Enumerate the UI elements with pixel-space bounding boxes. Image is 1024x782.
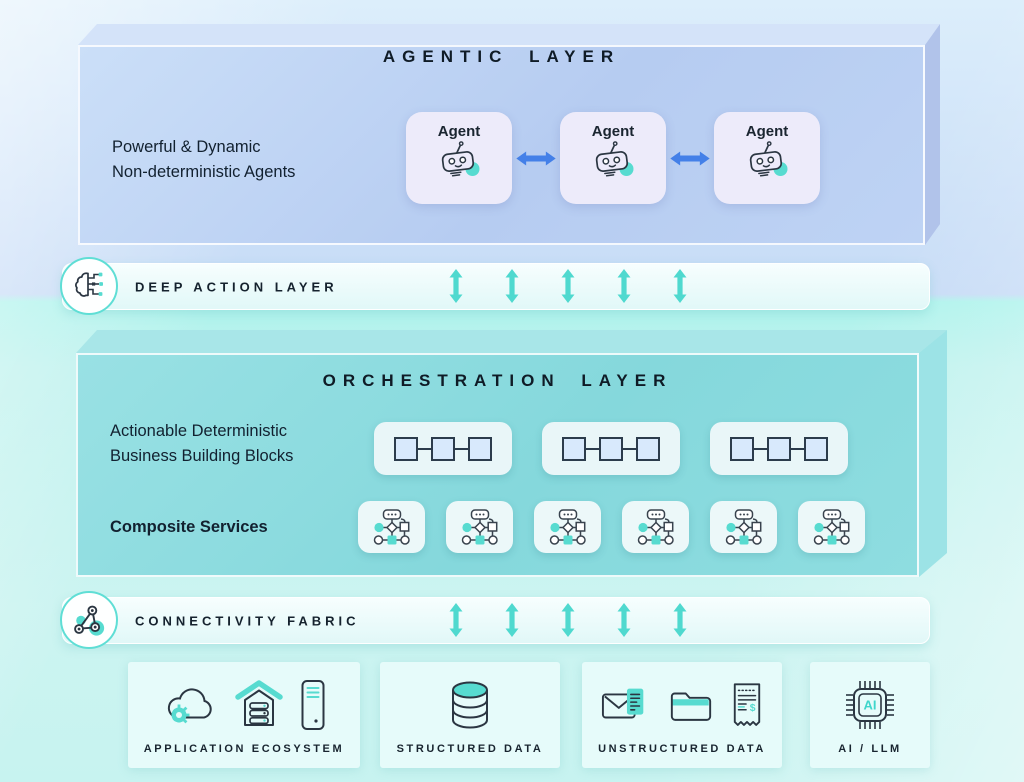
agent-label: Agent xyxy=(591,123,635,140)
double-arrow-horizontal-icon xyxy=(516,151,556,166)
block-chain-icon xyxy=(393,436,493,462)
agentic-description-line2: Non-deterministic Agents xyxy=(112,163,296,181)
double-arrow-vertical-icon xyxy=(505,269,519,303)
ai-chip-icon: AI xyxy=(846,681,894,729)
ai-llm-label: AI / LLM xyxy=(838,743,902,755)
orchestration-layer-box: ORCHESTRATION LAYER Actionable Determini… xyxy=(76,353,919,577)
agent-label: Agent xyxy=(745,123,789,140)
deep-action-arrows xyxy=(449,269,687,303)
orchestration-layer-title: ORCHESTRATION LAYER xyxy=(322,371,673,390)
connectivity-fabric-badge xyxy=(60,591,118,649)
mail-document-icon xyxy=(601,684,651,726)
double-arrow-vertical-icon xyxy=(673,603,687,637)
unstructured-data-card: $ UNSTRUCTURED DATA xyxy=(582,662,782,768)
brain-circuit-icon xyxy=(71,268,107,304)
flowchart-icon xyxy=(812,508,852,546)
ai-chip-text: AI xyxy=(864,698,877,713)
composite-service-card xyxy=(534,501,601,553)
double-arrow-horizontal-icon xyxy=(670,151,710,166)
building-blocks-label: Actionable Deterministic Business Buildi… xyxy=(110,419,293,469)
application-ecosystem-icons xyxy=(128,676,360,734)
double-arrow-vertical-icon xyxy=(449,603,463,637)
ai-llm-card: AI AI / LLM xyxy=(810,662,930,768)
robot-icon xyxy=(436,140,482,178)
database-icon xyxy=(449,680,491,730)
receipt-currency-glyph: $ xyxy=(750,703,756,714)
double-arrow-vertical-icon xyxy=(673,269,687,303)
agentic-description-line1: Powerful & Dynamic xyxy=(112,138,261,156)
deep-action-layer-bar: DEEP ACTION LAYER xyxy=(62,263,930,310)
deep-action-layer-badge xyxy=(60,257,118,315)
unstructured-data-icons: $ xyxy=(582,676,782,734)
agent-card: Agent xyxy=(560,112,666,204)
folder-icon xyxy=(668,686,714,724)
composite-service-card xyxy=(446,501,513,553)
orchestration-box-top-face xyxy=(76,330,947,353)
block-chain-icon xyxy=(561,436,661,462)
composite-services-label: Composite Services xyxy=(110,518,268,536)
orchestration-box-right-face xyxy=(919,330,947,577)
building-blocks-label-line1: Actionable Deterministic xyxy=(110,422,287,440)
agentic-layer-title: AGENTIC LAYER xyxy=(382,47,621,66)
application-ecosystem-card: APPLICATION ECOSYSTEM xyxy=(128,662,360,768)
double-arrow-vertical-icon xyxy=(617,603,631,637)
agent-link-arrow xyxy=(512,151,560,166)
building-block-card xyxy=(542,422,680,475)
agentic-layer-box: AGENTIC LAYER Powerful & Dynamic Non-det… xyxy=(78,45,925,245)
flowchart-icon xyxy=(372,508,412,546)
structured-data-label: STRUCTURED DATA xyxy=(396,743,544,755)
building-block-card xyxy=(710,422,848,475)
structured-data-card: STRUCTURED DATA xyxy=(380,662,560,768)
application-ecosystem-label: APPLICATION ECOSYSTEM xyxy=(143,743,345,755)
connectivity-arrows xyxy=(449,603,687,637)
agents-row: Agent Agent Agent xyxy=(406,112,820,204)
block-chain-icon xyxy=(729,436,829,462)
double-arrow-vertical-icon xyxy=(617,269,631,303)
agent-label: Agent xyxy=(437,123,481,140)
ai-llm-icons: AI xyxy=(810,676,930,734)
agent-card: Agent xyxy=(714,112,820,204)
flowchart-icon xyxy=(724,508,764,546)
agentic-box-right-face xyxy=(925,24,940,245)
composite-service-card xyxy=(358,501,425,553)
agent-link-arrow xyxy=(666,151,714,166)
server-tower-icon xyxy=(300,679,326,731)
building-blocks-label-line2: Business Building Blocks xyxy=(110,447,294,465)
flowchart-icon xyxy=(636,508,676,546)
flowchart-icon xyxy=(548,508,588,546)
connectivity-fabric-title: CONNECTIVITY FABRIC xyxy=(135,613,360,628)
composite-service-card xyxy=(710,501,777,553)
double-arrow-vertical-icon xyxy=(449,269,463,303)
flowchart-icon xyxy=(460,508,500,546)
deep-action-layer-title: DEEP ACTION LAYER xyxy=(135,279,338,294)
composite-service-card xyxy=(622,501,689,553)
agentic-layer-description: Powerful & Dynamic Non-deterministic Age… xyxy=(112,135,295,185)
network-share-icon xyxy=(71,602,107,638)
structured-data-icons xyxy=(380,676,560,734)
double-arrow-vertical-icon xyxy=(561,269,575,303)
agentic-box-top-face xyxy=(78,24,940,45)
agent-card: Agent xyxy=(406,112,512,204)
connectivity-fabric-bar: CONNECTIVITY FABRIC xyxy=(62,597,930,644)
building-block-card xyxy=(374,422,512,475)
double-arrow-vertical-icon xyxy=(505,603,519,637)
server-house-icon xyxy=(235,680,283,730)
robot-icon xyxy=(590,140,636,178)
cloud-gear-icon xyxy=(162,682,218,728)
robot-icon xyxy=(744,140,790,178)
composite-service-card xyxy=(798,501,865,553)
receipt-icon: $ xyxy=(733,683,761,726)
unstructured-data-label: UNSTRUCTURED DATA xyxy=(598,743,766,755)
double-arrow-vertical-icon xyxy=(561,603,575,637)
